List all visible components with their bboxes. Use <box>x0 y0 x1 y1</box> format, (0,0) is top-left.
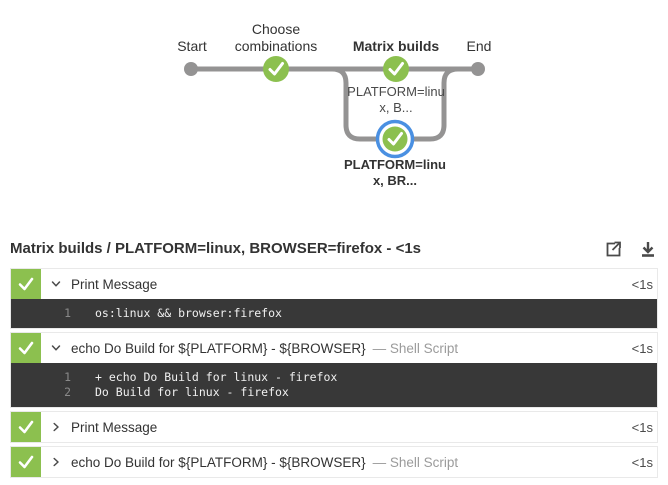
step-type-label: — Shell Script <box>372 340 459 356</box>
line-text: Do Build for linux - firefox <box>95 385 289 399</box>
step-name: Print Message <box>71 276 158 292</box>
step-success-icon <box>11 269 41 299</box>
console-line: 2 Do Build for linux - firefox <box>11 385 657 400</box>
start-node-dot <box>184 62 198 76</box>
step-shell-script-1: echo Do Build for ${PLATFORM} - ${BROWSE… <box>10 332 658 408</box>
stage-label-choose-combinations: Choose combinations <box>234 21 318 54</box>
step-print-message-2: Print Message <1s <box>10 411 658 443</box>
pipeline-graph: Start Choose combinations Matrix builds … <box>0 0 668 200</box>
console-line: 1 + echo Do Build for linux - firefox <box>11 370 657 385</box>
chevron-right-icon[interactable] <box>50 421 62 433</box>
line-number[interactable]: 1 <box>64 370 71 384</box>
step-duration: <1s <box>631 419 653 435</box>
download-log-icon[interactable] <box>638 239 658 259</box>
step-shell-script-2: echo Do Build for ${PLATFORM} - ${BROWSE… <box>10 446 658 478</box>
step-duration: <1s <box>631 340 653 356</box>
step-header[interactable]: echo Do Build for ${PLATFORM} - ${BROWSE… <box>11 447 657 477</box>
node-choose-combinations-success-icon[interactable] <box>263 56 289 82</box>
step-list: Print Message <1s 1 os:linux && browser:… <box>10 268 658 478</box>
step-duration: <1s <box>631 276 653 292</box>
node-matrix-builds-success-icon[interactable] <box>383 56 409 82</box>
end-node-dot <box>471 62 485 76</box>
stage-label-end: End <box>466 38 492 54</box>
pipeline-graph-svg <box>184 56 485 159</box>
node-selected-branch-success-icon[interactable] <box>375 119 415 159</box>
step-name: Print Message <box>71 419 158 435</box>
chevron-right-icon[interactable] <box>50 456 62 468</box>
line-number[interactable]: 2 <box>64 385 71 399</box>
step-success-icon <box>11 447 41 477</box>
stage-label-start: Start <box>177 38 207 54</box>
console-log: 1 os:linux && browser:firefox <box>11 299 657 328</box>
open-in-new-window-icon[interactable] <box>603 239 623 259</box>
result-header-bar: Matrix builds / PLATFORM=linux, BROWSER=… <box>10 235 658 262</box>
step-name: echo Do Build for ${PLATFORM} - ${BROWSE… <box>71 454 366 470</box>
step-name: echo Do Build for ${PLATFORM} - ${BROWSE… <box>71 340 366 356</box>
line-text: os:linux && browser:firefox <box>95 306 282 320</box>
chevron-down-icon[interactable] <box>50 342 62 354</box>
stage-label-matrix-builds: Matrix builds <box>352 38 440 54</box>
step-duration: <1s <box>631 454 653 470</box>
result-title: Matrix builds / PLATFORM=linux, BROWSER=… <box>10 240 422 257</box>
step-success-icon <box>11 412 41 442</box>
branch-label-platform-linux-b: PLATFORM=linu x, B... <box>347 84 445 115</box>
step-header[interactable]: echo Do Build for ${PLATFORM} - ${BROWSE… <box>11 333 657 363</box>
step-print-message-1: Print Message <1s 1 os:linux && browser:… <box>10 268 658 329</box>
console-log: 1 + echo Do Build for linux - firefox 2 … <box>11 363 657 407</box>
chevron-down-icon[interactable] <box>50 278 62 290</box>
line-text: + echo Do Build for linux - firefox <box>95 370 338 384</box>
step-header[interactable]: Print Message <1s <box>11 412 657 442</box>
console-line: 1 os:linux && browser:firefox <box>11 306 657 321</box>
line-number[interactable]: 1 <box>64 306 71 320</box>
result-actions <box>603 239 658 259</box>
step-type-label: — Shell Script <box>372 454 459 470</box>
branch-label-platform-linux-br-selected: PLATFORM=linu x, BR... <box>344 157 446 188</box>
step-success-icon <box>11 333 41 363</box>
step-header[interactable]: Print Message <1s <box>11 269 657 299</box>
